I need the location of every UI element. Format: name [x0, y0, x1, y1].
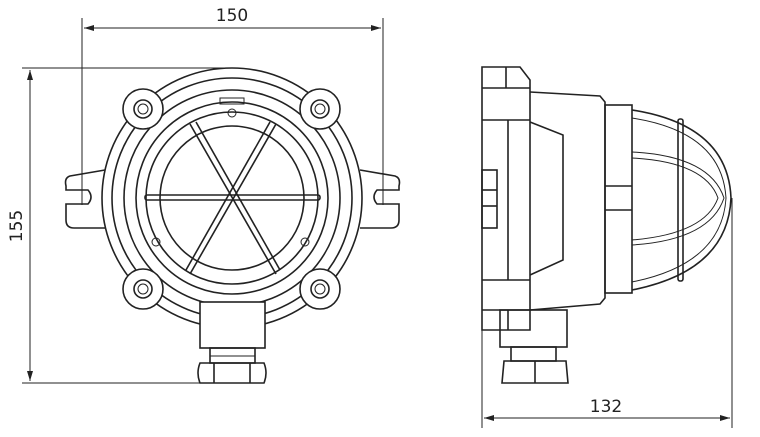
cable-gland-nut	[197, 362, 267, 384]
side-cage-dome	[631, 109, 732, 291]
glass-lens	[159, 125, 305, 271]
front-view: 150 155	[7, 6, 401, 384]
height-dimension: 155	[7, 67, 232, 384]
depth-dimension-label: 132	[590, 397, 622, 417]
side-gland-nut	[501, 360, 569, 384]
side-view: 132	[481, 66, 733, 428]
protective-cage	[144, 121, 321, 275]
lens-ring	[135, 101, 329, 295]
bolt-lugs	[122, 88, 341, 310]
height-dimension-label: 155	[7, 210, 27, 242]
side-housing	[529, 91, 606, 311]
cable-entry-box	[199, 301, 266, 349]
depth-dimension: 132	[481, 198, 733, 428]
width-dimension-label: 150	[216, 6, 248, 26]
right-mounting-ear	[359, 169, 401, 229]
left-mounting-ear	[64, 169, 106, 229]
